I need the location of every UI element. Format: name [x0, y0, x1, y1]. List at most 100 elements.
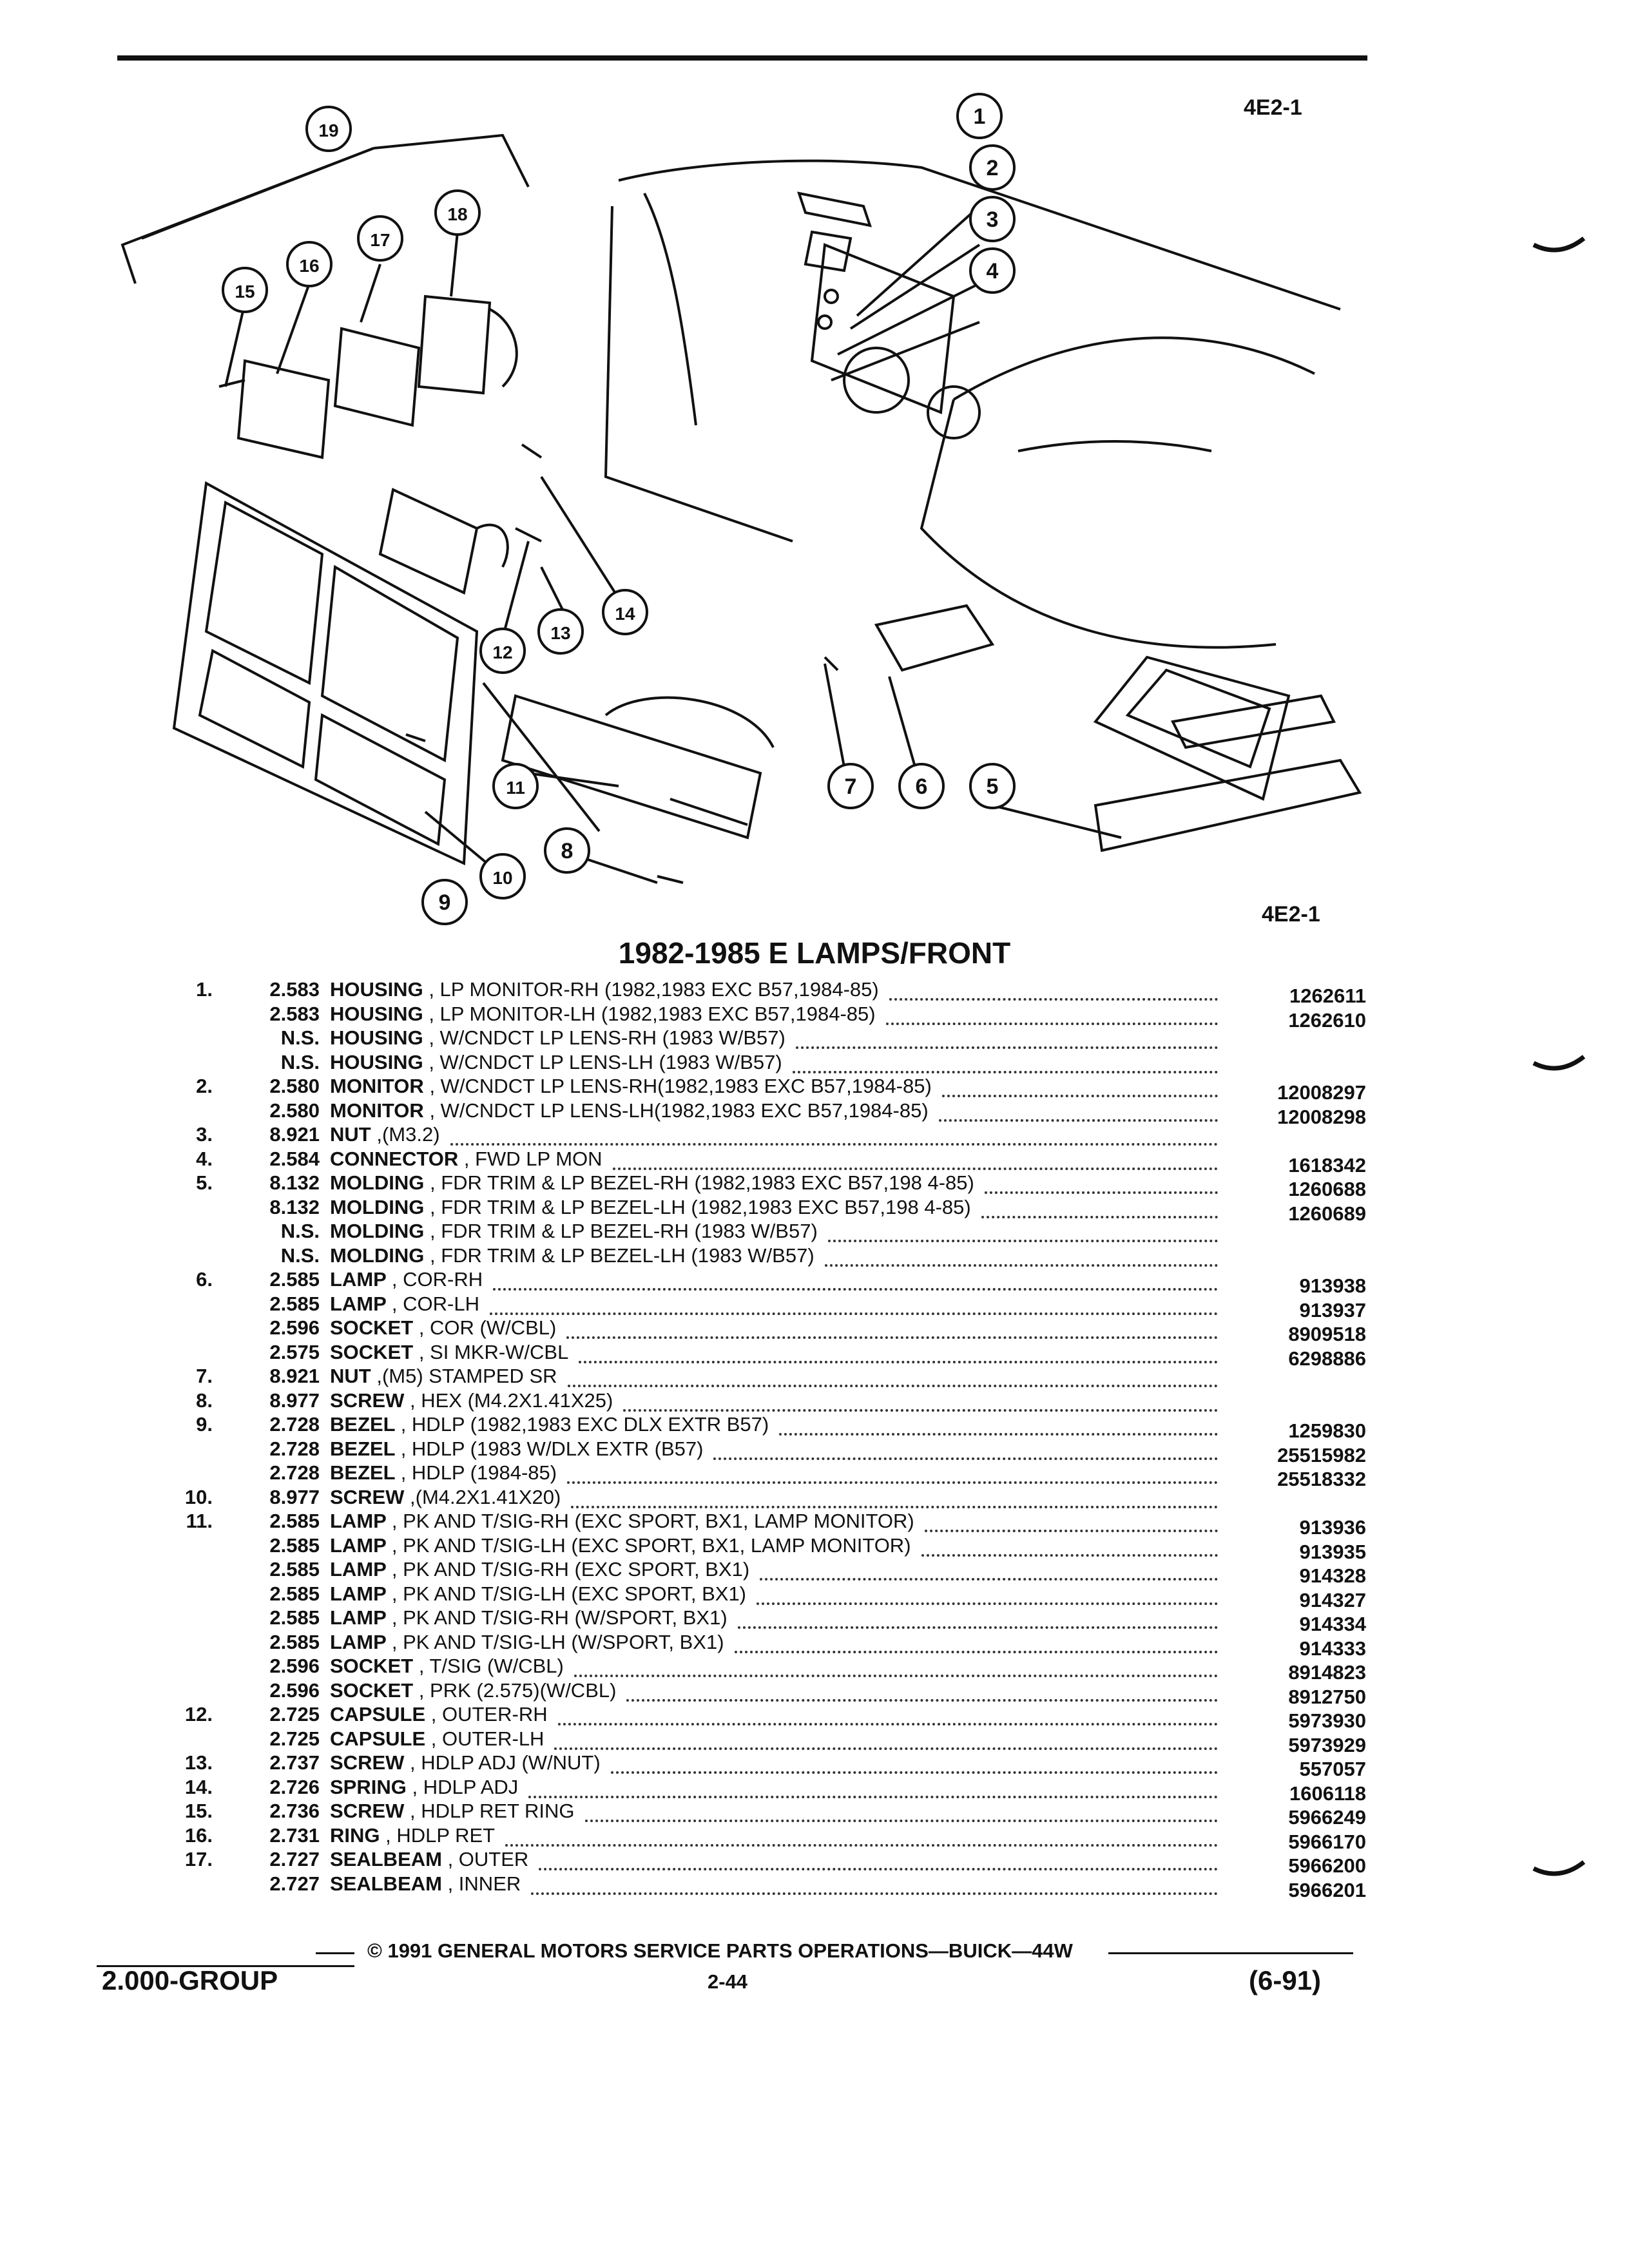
- part-name: SCREW: [330, 1751, 405, 1774]
- svg-text:13: 13: [550, 623, 570, 643]
- part-detail: ,(M5) STAMPED SR: [376, 1365, 557, 1387]
- dot-leader: [613, 1148, 1218, 1170]
- dot-leader: [571, 1486, 1218, 1508]
- part-description: MOLDING , FDR TRIM & LP BEZEL-RH (1982,1…: [330, 1171, 974, 1195]
- item-number: 4.: [196, 1147, 213, 1170]
- part-number: 1259830: [1288, 1419, 1366, 1442]
- binding-mark: [1532, 236, 1586, 253]
- svg-text:7: 7: [845, 774, 857, 799]
- part-name: SCREW: [330, 1389, 405, 1412]
- callout-18: 18: [434, 189, 481, 236]
- group-number: 2.575: [269, 1340, 320, 1363]
- part-description: LAMP , PK AND T/SIG-LH (W/SPORT, BX1): [330, 1631, 724, 1654]
- footer-group: 2.000-GROUP: [102, 1965, 278, 1995]
- item-number: 8.: [196, 1389, 213, 1412]
- group-number: 2.585: [269, 1510, 320, 1532]
- callout-11: 11: [492, 763, 539, 809]
- part-detail: , COR (W/CBL): [418, 1316, 557, 1339]
- dot-leader: [985, 1171, 1218, 1194]
- group-number: 8.977: [269, 1389, 320, 1412]
- group-number: 2.737: [269, 1751, 320, 1774]
- part-number: 913937: [1299, 1298, 1366, 1321]
- group-number: 2.728: [269, 1461, 320, 1484]
- group-number: 8.132: [269, 1171, 320, 1194]
- item-number: 2.: [196, 1075, 213, 1097]
- part-number: 1260688: [1288, 1178, 1366, 1200]
- headlamp-bezel-9: [172, 481, 479, 866]
- part-detail: , SI MKR-W/CBL: [418, 1340, 569, 1363]
- dot-leader: [493, 1268, 1218, 1291]
- dot-leader: [490, 1293, 1218, 1315]
- part-name: SEALBEAM: [330, 1848, 442, 1870]
- fender-outline: [952, 336, 1315, 401]
- item-number: 1.: [196, 978, 213, 1001]
- part-description: HOUSING , LP MONITOR-RH (1982,1983 EXC B…: [330, 978, 879, 1001]
- part-detail: , W/CNDCT LP LENS-LH (1983 W/B57): [429, 1050, 782, 1073]
- item-number: 14.: [184, 1775, 213, 1798]
- dot-leader: [574, 1655, 1218, 1677]
- part-number: 12008298: [1277, 1105, 1366, 1128]
- part-name: NUT: [330, 1123, 371, 1146]
- svg-text:9: 9: [439, 890, 451, 915]
- dot-leader: [942, 1075, 1218, 1097]
- part-number: 914334: [1299, 1613, 1366, 1635]
- hood-outline: [618, 159, 1341, 311]
- part-number: 25518332: [1277, 1468, 1366, 1490]
- group-number: 2.585: [269, 1533, 320, 1557]
- page-title: 1982-1985 E LAMPS/FRONT: [618, 936, 1011, 970]
- svg-text:3: 3: [987, 207, 999, 232]
- part-name: LAMP: [330, 1558, 387, 1581]
- dot-leader: [886, 1003, 1218, 1025]
- part-name: LAMP: [330, 1606, 387, 1629]
- item-number: 13.: [184, 1751, 213, 1774]
- dot-leader: [889, 978, 1218, 1001]
- item-number: 3.: [196, 1123, 213, 1146]
- part-detail: , FDR TRIM & LP BEZEL-LH (1983 W/B57): [430, 1244, 815, 1267]
- part-description: SOCKET , T/SIG (W/CBL): [330, 1655, 564, 1678]
- svg-text:10: 10: [492, 868, 512, 888]
- dot-leader: [505, 1824, 1218, 1847]
- part-name: HOUSING: [330, 978, 423, 1001]
- group-number: 8.921: [269, 1123, 320, 1146]
- dot-leader: [760, 1558, 1218, 1581]
- part-number: 914327: [1299, 1588, 1366, 1611]
- group-number: N.S.: [280, 1026, 320, 1049]
- monitor-housing-1: [797, 191, 872, 227]
- part-description: MOLDING , FDR TRIM & LP BEZEL-LH (1983 W…: [330, 1244, 815, 1267]
- part-name: MOLDING: [330, 1171, 425, 1194]
- svg-text:18: 18: [447, 204, 467, 224]
- group-number: N.S.: [280, 1244, 320, 1267]
- dot-leader: [566, 1316, 1218, 1339]
- part-detail: , HDLP RET: [385, 1823, 496, 1847]
- dot-leader: [585, 1800, 1218, 1822]
- part-number: 8909518: [1288, 1323, 1366, 1345]
- part-description: CAPSULE , OUTER-RH: [330, 1703, 548, 1726]
- part-detail: , FDR TRIM & LP BEZEL-RH (1983 W/B57): [430, 1220, 818, 1242]
- top-rule: [117, 55, 1367, 61]
- group-number: 2.585: [269, 1606, 320, 1629]
- svg-text:5: 5: [987, 774, 999, 799]
- sealbeam-17: [333, 327, 421, 427]
- svg-text:2: 2: [987, 156, 999, 180]
- part-name: CONNECTOR: [330, 1147, 459, 1170]
- part-detail: , PK AND T/SIG-RH (W/SPORT, BX1): [391, 1606, 728, 1629]
- callout-6: 6: [898, 763, 945, 809]
- screw-10: [405, 733, 426, 742]
- part-name: SOCKET: [330, 1678, 414, 1702]
- spring-14: [521, 443, 543, 459]
- dot-leader: [539, 1848, 1218, 1870]
